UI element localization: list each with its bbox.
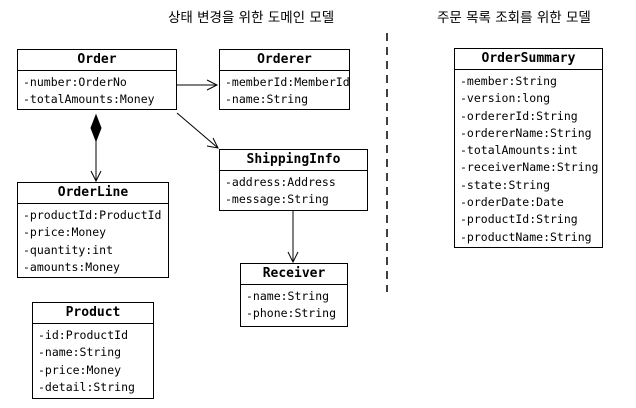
class-name: OrderLine (18, 183, 168, 204)
class-shippinginfo: ShippingInfo -address:Address -message:S… (219, 149, 368, 211)
class-product: Product -id:ProductId -name:String -pric… (32, 302, 154, 399)
attribute: -totalAmounts:int (460, 143, 578, 158)
attribute-list: -memberId:MemberId -name:String (220, 71, 350, 109)
class-ordersummary: OrderSummary -member:String -version:lon… (454, 48, 603, 248)
order-shippinginfo-association (176, 112, 219, 149)
attribute: -detail:String (38, 379, 135, 394)
attribute: -name:String (246, 289, 330, 303)
attribute: -id:ProductId (38, 328, 129, 342)
attribute: -memberId:MemberId (225, 75, 350, 89)
class-receiver: Receiver -name:String -phone:String (240, 263, 348, 327)
class-orderline: OrderLine -productId:ProductId -price:Mo… (17, 182, 169, 278)
class-name: ShippingInfo (220, 150, 367, 171)
class-name: Product (33, 303, 153, 324)
attribute: -quantity:int (23, 242, 114, 257)
attribute: -receiverName:String (460, 160, 599, 175)
order-orderline-composition-diamond (90, 113, 102, 143)
attribute: -productId:ProductId (23, 208, 162, 222)
attribute-list: -id:ProductId -name:String -price:Money … (33, 324, 153, 396)
attribute: -name:String (38, 345, 122, 360)
attribute: -productName:String (460, 229, 592, 244)
attribute: -ordererId:String (460, 108, 578, 123)
attribute: -ordererName:String (460, 125, 592, 140)
class-name: OrderSummary (455, 49, 602, 70)
shippinginfo-receiver-arrowhead (287, 251, 299, 264)
attribute: -version:long (460, 91, 551, 106)
attribute-list: -name:String -phone:String (241, 285, 347, 323)
domain-model-heading: 상태 변경을 위한 도메인 모델 (168, 10, 335, 26)
attribute: -price:Money (38, 362, 122, 377)
class-name: Receiver (241, 264, 347, 285)
class-order: Order -number:OrderNo -totalAmounts:Mone… (17, 49, 177, 110)
order-orderline-arrowhead (90, 170, 102, 183)
attribute: -state:String (460, 177, 551, 192)
class-name: Order (18, 50, 176, 71)
attribute: -price:Money (23, 225, 107, 240)
class-name: Orderer (220, 50, 349, 71)
attribute-list: -number:OrderNo -totalAmounts:Money (18, 71, 176, 109)
attribute: -orderDate:Date (460, 195, 564, 210)
attribute: -member:String (460, 74, 557, 88)
attribute: -amounts:Money (23, 259, 120, 274)
attribute-list: -member:String -version:long -ordererId:… (455, 70, 602, 246)
attribute: -name:String (225, 92, 309, 107)
attribute: -address:Address (225, 175, 336, 189)
attribute: -message:String (225, 192, 329, 207)
attribute: -totalAmounts:Money (23, 92, 155, 107)
query-model-heading: 주문 목록 조회를 위한 모델 (437, 10, 591, 26)
attribute: -productId:String (460, 212, 578, 227)
attribute-list: -productId:ProductId -price:Money -quant… (18, 204, 168, 276)
attribute: -phone:String (246, 306, 337, 321)
attribute: -number:OrderNo (23, 75, 127, 89)
class-orderer: Orderer -memberId:MemberId -name:String (219, 49, 350, 110)
order-shippinginfo-arrowhead (206, 137, 219, 149)
order-orderer-arrowhead (206, 79, 219, 91)
attribute-list: -address:Address -message:String (220, 171, 367, 209)
